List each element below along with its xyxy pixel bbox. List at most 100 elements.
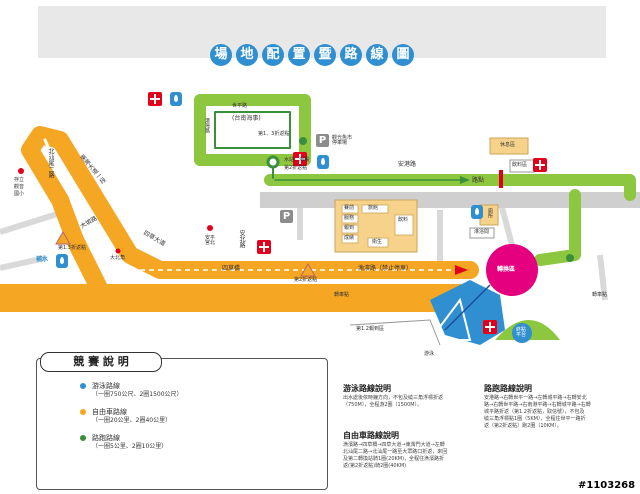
swim-legend-desc: （一圈750公尺、2圈1500公尺） [92, 391, 183, 398]
label-an-bei-road: 安北路 [238, 230, 245, 248]
rest-area-box [489, 137, 529, 155]
legend-title: 競 賽 說 明 [40, 352, 162, 372]
booth [361, 204, 389, 214]
label-turn13: 第1.3折返點 [58, 245, 86, 251]
water-icon [317, 155, 329, 169]
booth [367, 237, 389, 248]
medical-icon [483, 320, 497, 334]
booth-label: 旅館 [368, 205, 379, 211]
street-2 [0, 255, 46, 271]
turn13-marker [55, 231, 71, 245]
run-legend-name: 路跑路線 [92, 434, 120, 442]
swim-info-title: 游泳路線說明 [343, 384, 391, 393]
booth [341, 214, 359, 224]
label-parking-2: 轉車點 [592, 292, 608, 298]
poi-dot [207, 225, 213, 231]
label-swim: 游泳 [424, 351, 435, 357]
shower-box [469, 227, 495, 239]
label-turn2-bottom: 第2折返點 [294, 277, 318, 283]
water-icon [56, 254, 68, 268]
label-turn-bottom: 第1.2報到區 [356, 326, 384, 332]
bike-main [21, 126, 479, 299]
label-an-gang-road: 安港路 [398, 161, 417, 168]
bike-legend-desc: （一圈20公里、2圈40公里） [92, 417, 172, 424]
booth-label: 報到 [344, 225, 355, 231]
booth-label: 飲料 [398, 217, 409, 223]
finish-platform [512, 323, 532, 343]
booth [394, 214, 414, 236]
booth [341, 224, 359, 234]
label-rest-area: 休息區 [500, 142, 516, 148]
label-small-road: 存立 觀音 國小 [14, 177, 25, 197]
label-swim-turn: 第1、3折返點 [258, 131, 290, 137]
run-arrow [460, 176, 470, 184]
title-char: 置 [288, 44, 310, 66]
label-shower: 淋浴間 [474, 229, 490, 235]
booth-label: 成績 [344, 235, 355, 241]
booth [341, 204, 359, 214]
run-legend-desc: （一圈5公里、2圈10公里） [92, 443, 168, 450]
label-turnaround-point: 路點 [472, 177, 485, 184]
bike-loop [43, 138, 97, 252]
run-inner-loop [214, 111, 291, 149]
label-parking-1: 轉車點 [334, 292, 350, 298]
booth-label: 衛生 [372, 239, 383, 245]
swim-arrow [444, 284, 491, 331]
title-char: 配 [262, 44, 284, 66]
poi-dot [115, 248, 121, 254]
label-shi-ping-road: 世平路 [232, 103, 248, 109]
bike-legend-dot [80, 409, 86, 415]
water-icon [170, 92, 182, 106]
water-icon [471, 205, 483, 219]
bike-info-body: 漁濱路→四草橋→四草大道→東灣門大道→左轉 北汕尾二路→北汕尾一路至大眾路口折返… [343, 442, 448, 469]
medical-icon [148, 92, 162, 106]
title-char: 路 [340, 44, 362, 66]
bike-legend-name: 自由車路線 [92, 408, 127, 416]
label-bei-shan-road: 北汕尾二路 [47, 148, 54, 178]
label-fish-market-parking: 觀光魚市 停車場 [332, 135, 353, 146]
poi-dot [18, 168, 24, 174]
title-char: 暨 [314, 44, 336, 66]
map-title: 場 地 配 置 暨 路 線 圖 [210, 44, 414, 66]
label-da-bei-kou: 大北角 [110, 255, 126, 261]
parking-icon: P [316, 134, 329, 147]
watermark: #1103268 [578, 480, 636, 491]
expo-booths [341, 204, 414, 248]
street-6 [597, 254, 608, 301]
swim-legend-dot [80, 383, 86, 389]
title-char: 地 [236, 44, 258, 66]
swim-legend-name: 游泳路線 [92, 382, 120, 390]
title-char: 線 [366, 44, 388, 66]
parking-icon: P [280, 210, 293, 223]
label-maritime: (台南海事) [232, 115, 261, 122]
swim-info-body: 出水處後依時鐘方向，不包及繞三角浮標折返 （750M），全程游2圈（1500M）… [343, 395, 444, 408]
run-info-body: 安港路→右轉世平一路→左轉城平路→右轉安北 路→右轉世平路→右南港平路→右轉城平… [484, 395, 591, 429]
transition-circle [486, 244, 538, 296]
label-toilet: 廁所 [487, 208, 493, 218]
label-transition: 轉換區 [497, 266, 516, 273]
swim-triangle [428, 297, 472, 341]
run-info-title: 路跑路線說明 [484, 384, 532, 393]
medical-icon [293, 152, 307, 166]
medical-icon [257, 240, 271, 254]
run-legend-dot [80, 435, 86, 441]
water-node [266, 155, 280, 169]
booth-label: 服務 [344, 215, 355, 221]
run-right-loop [534, 189, 581, 266]
booth [341, 234, 359, 244]
booth-label: 賽前 [344, 205, 355, 211]
label-anping-palace: 安平 宮北 [205, 235, 216, 246]
bike-info-title: 自由車路線說明 [343, 431, 399, 440]
label-water-sea: 水站、海鳴 [284, 157, 310, 163]
label-water-supply: 補水 [36, 256, 49, 263]
label-turn2: 第2折返點 [284, 165, 308, 171]
label-si-cao-bridge: 四草橋 [222, 265, 241, 272]
title-char: 場 [210, 44, 232, 66]
turn2-marker [300, 263, 316, 277]
swim-turn-node [299, 137, 307, 145]
legend-box [36, 358, 328, 490]
label-finish-platform: 終點 平台 [516, 327, 527, 338]
coast-line [349, 319, 441, 346]
